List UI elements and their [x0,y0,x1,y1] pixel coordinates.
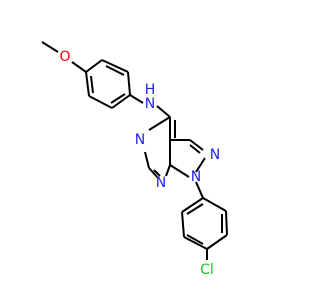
pyrazole-nitrogen-label: N [210,147,220,163]
bond-n1-aryl [195,181,204,199]
pyrimidine-nitrogen-bottom-label: N [156,175,166,191]
oxygen-label: O [59,49,70,65]
pyrimidine-nitrogen-top-label: N [135,132,145,148]
pyrazole-ring [169,139,206,178]
bond-nh-c4 [156,105,171,118]
pyrimidine-ring [144,116,176,179]
molecule-structure-diagram: O N H N N N N Cl [41,41,228,278]
bond-methyl-oxygen [41,41,59,53]
amine-nitrogen-label: N [145,96,155,112]
bond-aryl-nh [129,94,144,104]
structure-svg: O N H N N N N Cl [41,41,228,278]
bond-oxygen-aryl [71,61,87,73]
chlorophenyl-ring [181,197,228,250]
pyrazole-n1-label: N [191,169,201,185]
methoxyphenyl-ring [85,59,131,109]
amine-hydrogen-label: H [145,82,156,98]
chlorine-label: Cl [200,262,214,278]
